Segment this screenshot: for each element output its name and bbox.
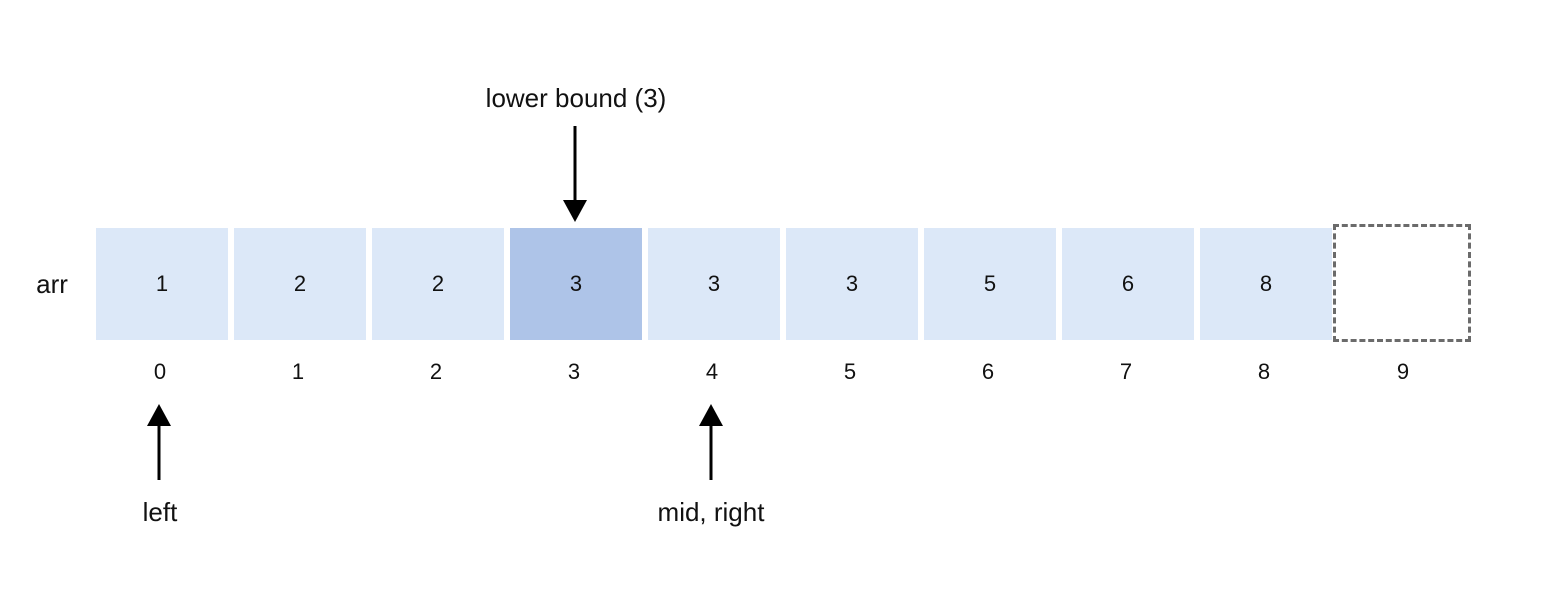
array-cell-9-end <box>1333 224 1471 342</box>
array-cell-0: 1 <box>96 228 228 340</box>
lower-bound-arrow <box>563 126 587 222</box>
array-cell-4: 3 <box>648 228 780 340</box>
array-name-label: arr <box>36 269 68 299</box>
array-cell-7: 6 <box>1062 228 1194 340</box>
array-index-7: 7 <box>1119 359 1133 384</box>
lower-bound-label: lower bound (3) <box>485 83 667 113</box>
mid-right-pointer-label: mid, right <box>657 497 765 527</box>
array-cell-2: 2 <box>372 228 504 340</box>
array-index-1: 1 <box>291 359 305 384</box>
array-index-5: 5 <box>843 359 857 384</box>
array-cell-3-lower-bound: 3 <box>510 228 642 340</box>
array-index-4: 4 <box>705 359 719 384</box>
array-cell-6: 5 <box>924 228 1056 340</box>
array-cell-8: 8 <box>1200 228 1332 340</box>
array-cell-5: 3 <box>786 228 918 340</box>
array-index-9: 9 <box>1396 359 1410 384</box>
array-index-3: 3 <box>567 359 581 384</box>
array-index-2: 2 <box>429 359 443 384</box>
array-index-8: 8 <box>1257 359 1271 384</box>
array-index-0: 0 <box>153 359 167 384</box>
array-index-6: 6 <box>981 359 995 384</box>
mid-right-arrow <box>699 404 723 480</box>
left-arrow <box>147 404 171 480</box>
left-pointer-label: left <box>142 497 178 527</box>
array-cell-1: 2 <box>234 228 366 340</box>
